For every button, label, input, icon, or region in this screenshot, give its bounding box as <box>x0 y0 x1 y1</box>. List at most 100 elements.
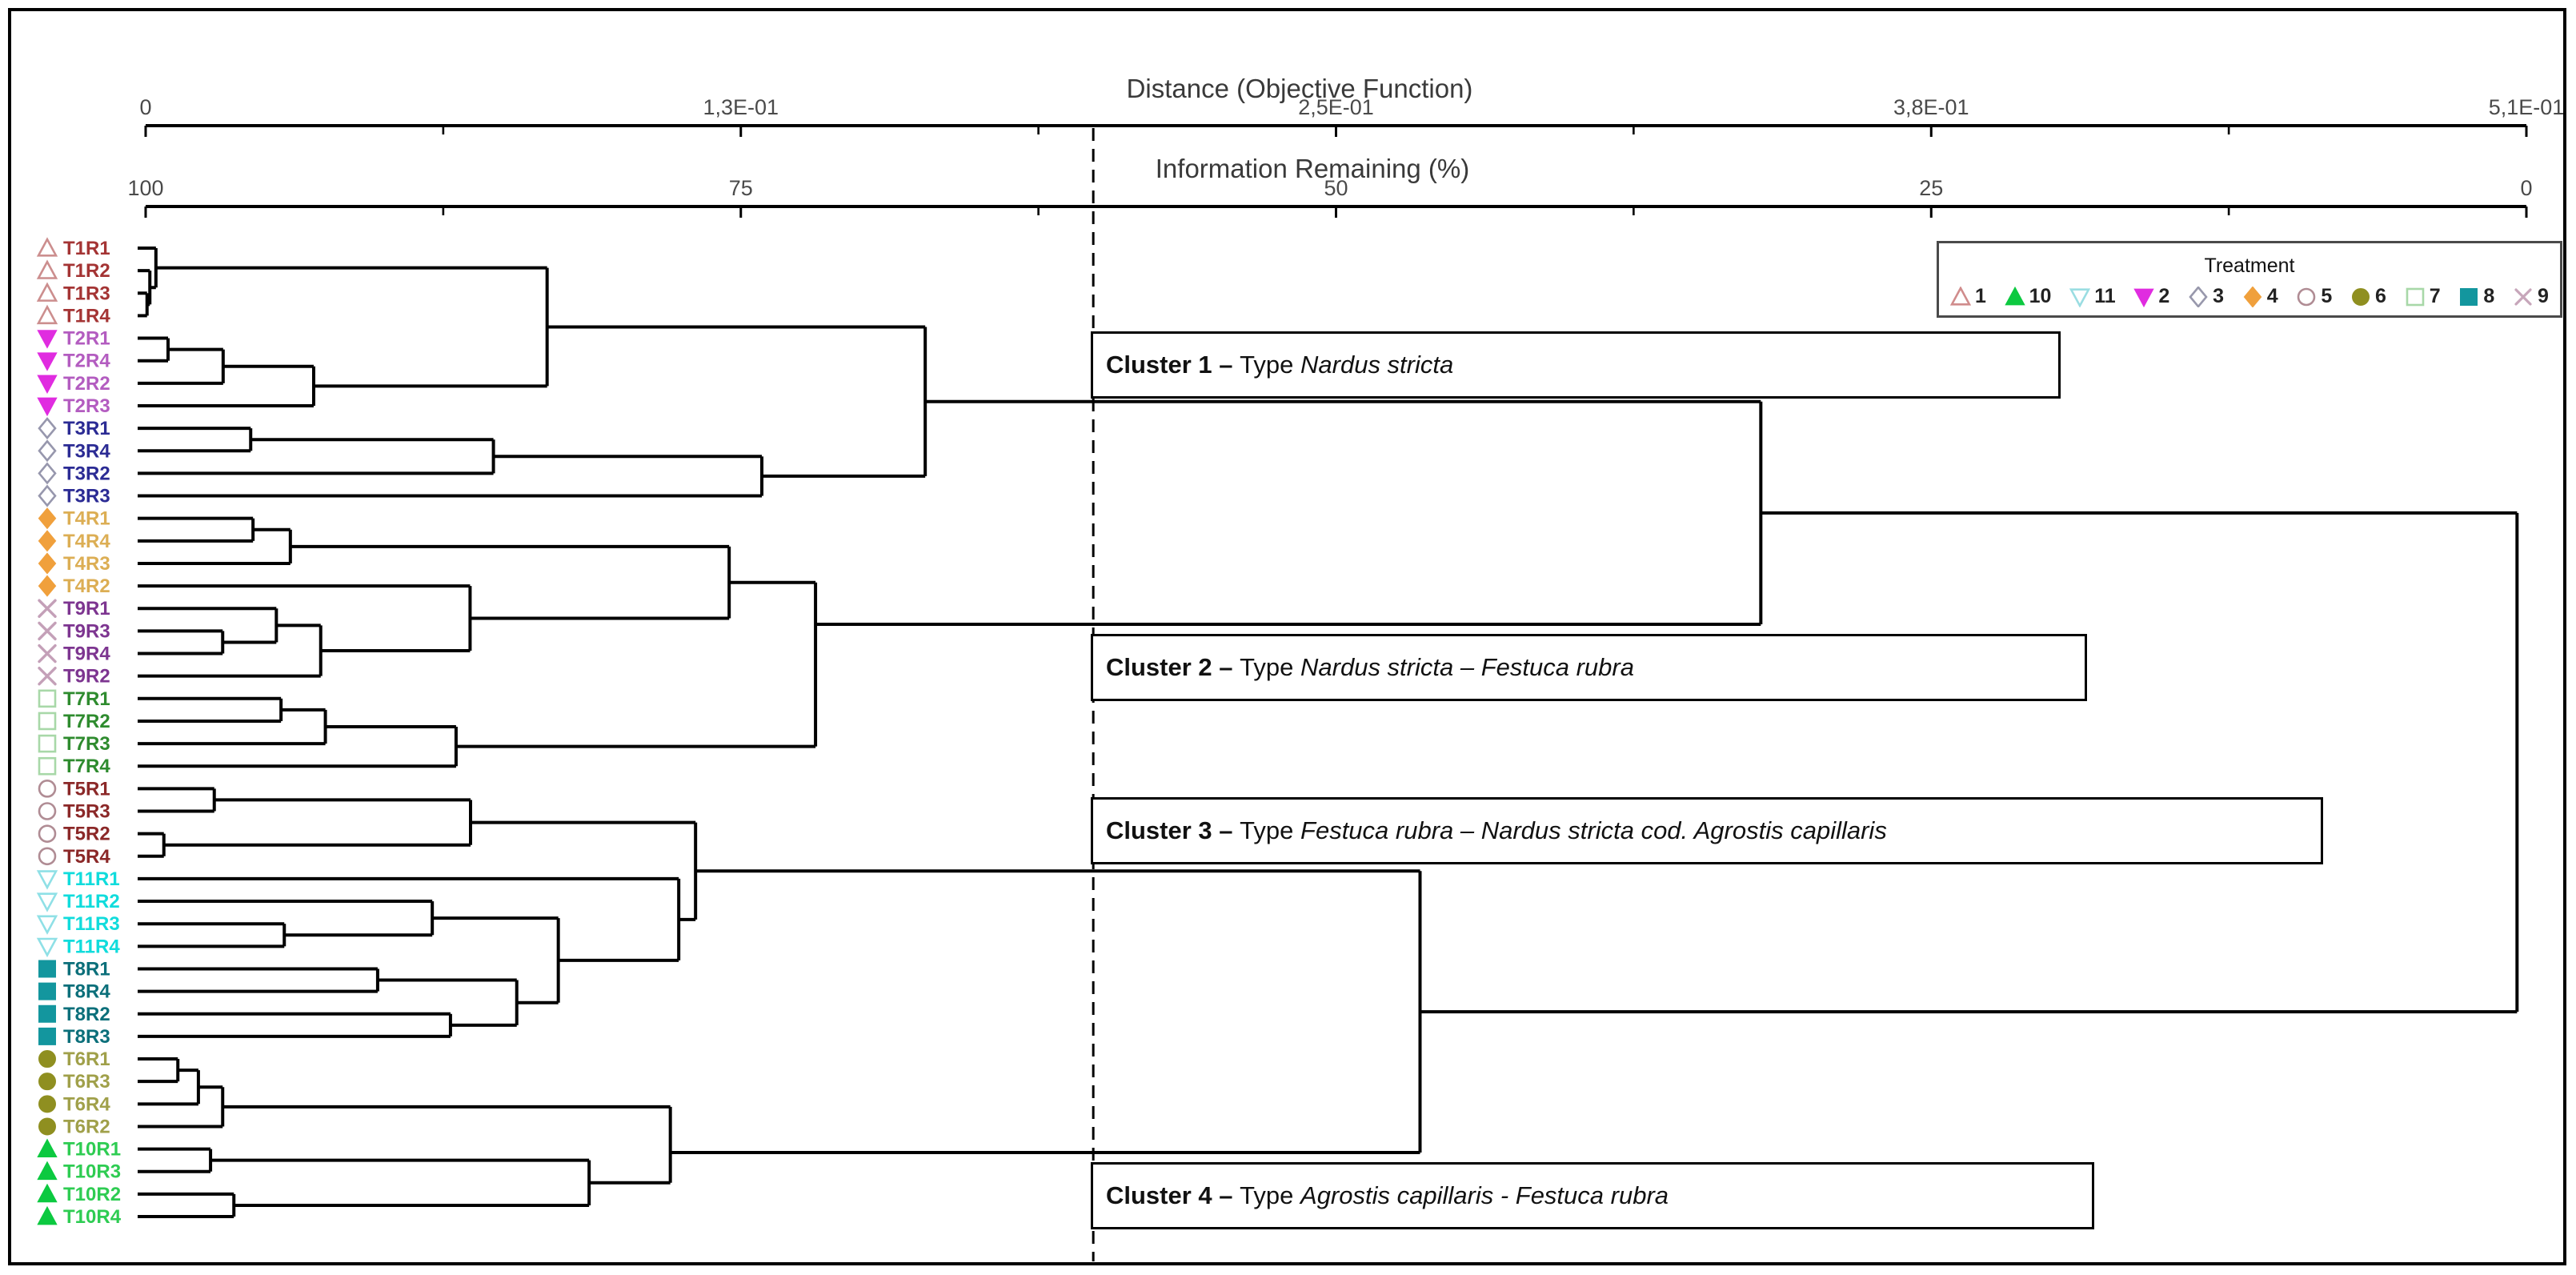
t2-symbol <box>37 397 58 417</box>
tri-down-icon <box>2133 288 2155 307</box>
t4-symbol <box>38 507 57 530</box>
leaf-label-T6R4: T6R4 <box>63 1093 110 1115</box>
leaf-label-T8R1: T8R1 <box>63 958 110 980</box>
cluster-3-type-word: Type <box>1240 816 1294 844</box>
legend-item-label: 10 <box>2029 285 2052 307</box>
leaf-label-T11R2: T11R2 <box>63 891 120 912</box>
cluster-2-species: Nardus stricta – Festuca rubra <box>1300 653 1634 681</box>
t9-symbol <box>38 666 57 686</box>
cluster-1-species: Nardus stricta <box>1300 351 1454 379</box>
circle-icon <box>2298 287 2316 306</box>
t1-symbol <box>36 237 58 257</box>
cluster-4-species: Agrostis capillaris - Festuca rubra <box>1300 1181 1669 1209</box>
leaf-label-T2R4: T2R4 <box>63 351 110 372</box>
cluster-4-dash: – <box>1219 1181 1233 1209</box>
information-tick-label-0: 100 <box>127 176 163 200</box>
cluster-3-name: Cluster 3 <box>1106 816 1212 844</box>
t4-symbol <box>38 530 57 552</box>
cluster-1-type-word: Type <box>1240 351 1294 379</box>
t11-symbol <box>36 892 58 912</box>
t9-symbol <box>38 599 57 618</box>
t11-symbol <box>36 915 58 935</box>
leaf-label-T4R2: T4R2 <box>63 575 110 597</box>
t10-symbol <box>37 1138 58 1157</box>
cluster-2-type-word: Type <box>1240 653 1294 681</box>
t2-symbol <box>37 375 58 394</box>
t6-symbol <box>38 1050 56 1069</box>
distance-tick-label-0: 0 <box>139 95 151 119</box>
legend-item-label: 9 <box>2538 285 2549 307</box>
leaf-label-T10R2: T10R2 <box>63 1184 121 1205</box>
cluster-3-species: Festuca rubra – Nardus stricta cod. Agro… <box>1300 816 1887 844</box>
information-tick-label-1: 75 <box>729 176 753 200</box>
tri-up-icon <box>1950 286 1971 306</box>
t2-symbol <box>37 352 58 371</box>
legend-item-3: 3 <box>2188 285 2224 308</box>
legend-item-label: 2 <box>2158 285 2170 307</box>
leaf-label-T6R3: T6R3 <box>63 1071 110 1093</box>
cluster-4-name: Cluster 4 <box>1106 1181 1212 1209</box>
tri-down-icon <box>2069 287 2091 307</box>
t1-symbol <box>36 259 58 279</box>
t11-symbol <box>36 870 58 890</box>
t11-symbol <box>36 937 58 958</box>
distance-tick-label-4: 5,1E-01 <box>2489 95 2565 119</box>
cluster-box-4: Cluster 4 – Type Agrostis capillaris - F… <box>1091 1162 2094 1229</box>
legend-item-7: 7 <box>2405 285 2441 308</box>
leaf-label-T7R3: T7R3 <box>63 733 110 755</box>
t6-symbol <box>38 1073 56 1091</box>
t1-symbol <box>36 282 58 302</box>
square-icon <box>2406 287 2424 306</box>
t6-symbol <box>38 1095 56 1113</box>
t7-symbol <box>38 689 57 708</box>
legend-item-label: 5 <box>2321 285 2333 307</box>
distance-tick-label-1: 1,3E-01 <box>703 95 779 119</box>
t10-symbol <box>37 1161 58 1181</box>
leaf-label-T2R3: T2R3 <box>63 395 110 417</box>
legend-item-9: 9 <box>2513 285 2549 308</box>
cluster-1-dash: – <box>1219 351 1233 379</box>
leaf-label-T7R2: T7R2 <box>63 711 110 732</box>
legend-item-label: 7 <box>2429 285 2441 307</box>
t5-symbol <box>38 780 57 798</box>
t8-symbol <box>38 960 56 978</box>
leaf-label-T3R1: T3R1 <box>63 418 110 439</box>
leaf-label-T4R1: T4R1 <box>63 508 110 530</box>
legend-item-4: 4 <box>2242 285 2278 308</box>
distance-axis-title: Distance (Objective Function) <box>1126 74 1473 103</box>
t9-symbol <box>38 644 57 664</box>
leaf-label-T3R4: T3R4 <box>63 440 110 462</box>
information-tick-label-4: 0 <box>2520 176 2532 200</box>
diamond-icon <box>2243 286 2262 307</box>
distance-tick-label-2: 2,5E-01 <box>1298 95 1374 119</box>
t3-symbol <box>38 417 57 440</box>
leaf-label-T10R1: T10R1 <box>63 1139 121 1161</box>
t7-symbol <box>38 756 57 776</box>
leaf-label-T9R3: T9R3 <box>63 620 110 642</box>
leaf-label-T2R1: T2R1 <box>63 328 110 350</box>
information-axis-title: Information Remaining (%) <box>1155 154 1470 183</box>
t5-symbol <box>38 824 57 843</box>
figure-border <box>8 8 2566 1265</box>
t10-symbol <box>37 1183 58 1203</box>
tri-up-icon <box>2004 286 2025 305</box>
diamond-icon <box>2189 286 2208 307</box>
legend-item-label: 3 <box>2213 285 2224 307</box>
cluster-1-name: Cluster 1 <box>1106 351 1212 379</box>
t8-symbol <box>38 982 56 1000</box>
legend-item-label: 8 <box>2483 285 2495 307</box>
t3-symbol <box>38 484 57 507</box>
legend-item-label: 1 <box>1975 285 1986 307</box>
leaf-label-T5R1: T5R1 <box>63 778 110 800</box>
t2-symbol <box>37 330 58 349</box>
leaf-label-T4R4: T4R4 <box>63 531 110 552</box>
t4-symbol <box>38 575 57 597</box>
leaf-label-T3R3: T3R3 <box>63 486 110 507</box>
legend-item-label: 4 <box>2266 285 2278 307</box>
legend-item-6: 6 <box>2350 285 2386 308</box>
information-tick-label-2: 50 <box>1324 176 1348 200</box>
distance-tick-label-3: 3,8E-01 <box>1893 95 1969 119</box>
